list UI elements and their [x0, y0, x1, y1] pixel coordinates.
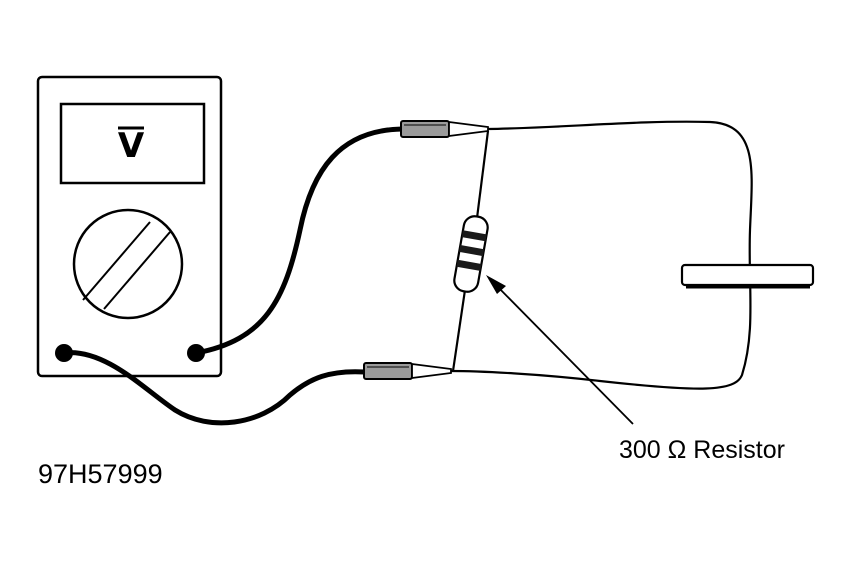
- resistor-callout-arrowhead: [486, 275, 506, 294]
- probe-top-body: [400, 120, 450, 138]
- component-bar: [680, 263, 815, 289]
- resistor-lead-lower: [451, 289, 467, 372]
- selector-dial[interactable]: [72, 208, 184, 320]
- resistor-band-3: [456, 259, 482, 271]
- resistor-lead-upper: [475, 130, 490, 219]
- display-voltage-symbol: V: [118, 126, 145, 166]
- multimeter-display: [59, 102, 206, 185]
- multimeter: V: [36, 75, 223, 378]
- resistor-body: [453, 215, 489, 293]
- probe-bottom-body: [363, 362, 413, 380]
- component-bar-body: [680, 263, 815, 287]
- dial-pointer-line-a: [82, 221, 151, 301]
- resistor-callout-label: 300 Ω Resistor: [619, 436, 785, 464]
- dial-pointer-line-b: [103, 231, 171, 310]
- resistor: [453, 215, 489, 293]
- resistor-callout-line: [492, 281, 634, 425]
- test-lead-positive: [193, 126, 405, 356]
- probe-top[interactable]: [400, 120, 489, 138]
- figure-id: 97H57999: [38, 459, 163, 489]
- probe-bottom-tip: [411, 362, 452, 380]
- circuit-wire-top: [450, 120, 753, 390]
- probe-bottom[interactable]: [363, 362, 452, 380]
- resistor-band-1: [461, 230, 487, 242]
- selector-dial-ring: [72, 208, 184, 320]
- probe-top-tip: [448, 120, 489, 138]
- resistor-band-2: [459, 245, 485, 257]
- test-lead-common: [61, 350, 368, 426]
